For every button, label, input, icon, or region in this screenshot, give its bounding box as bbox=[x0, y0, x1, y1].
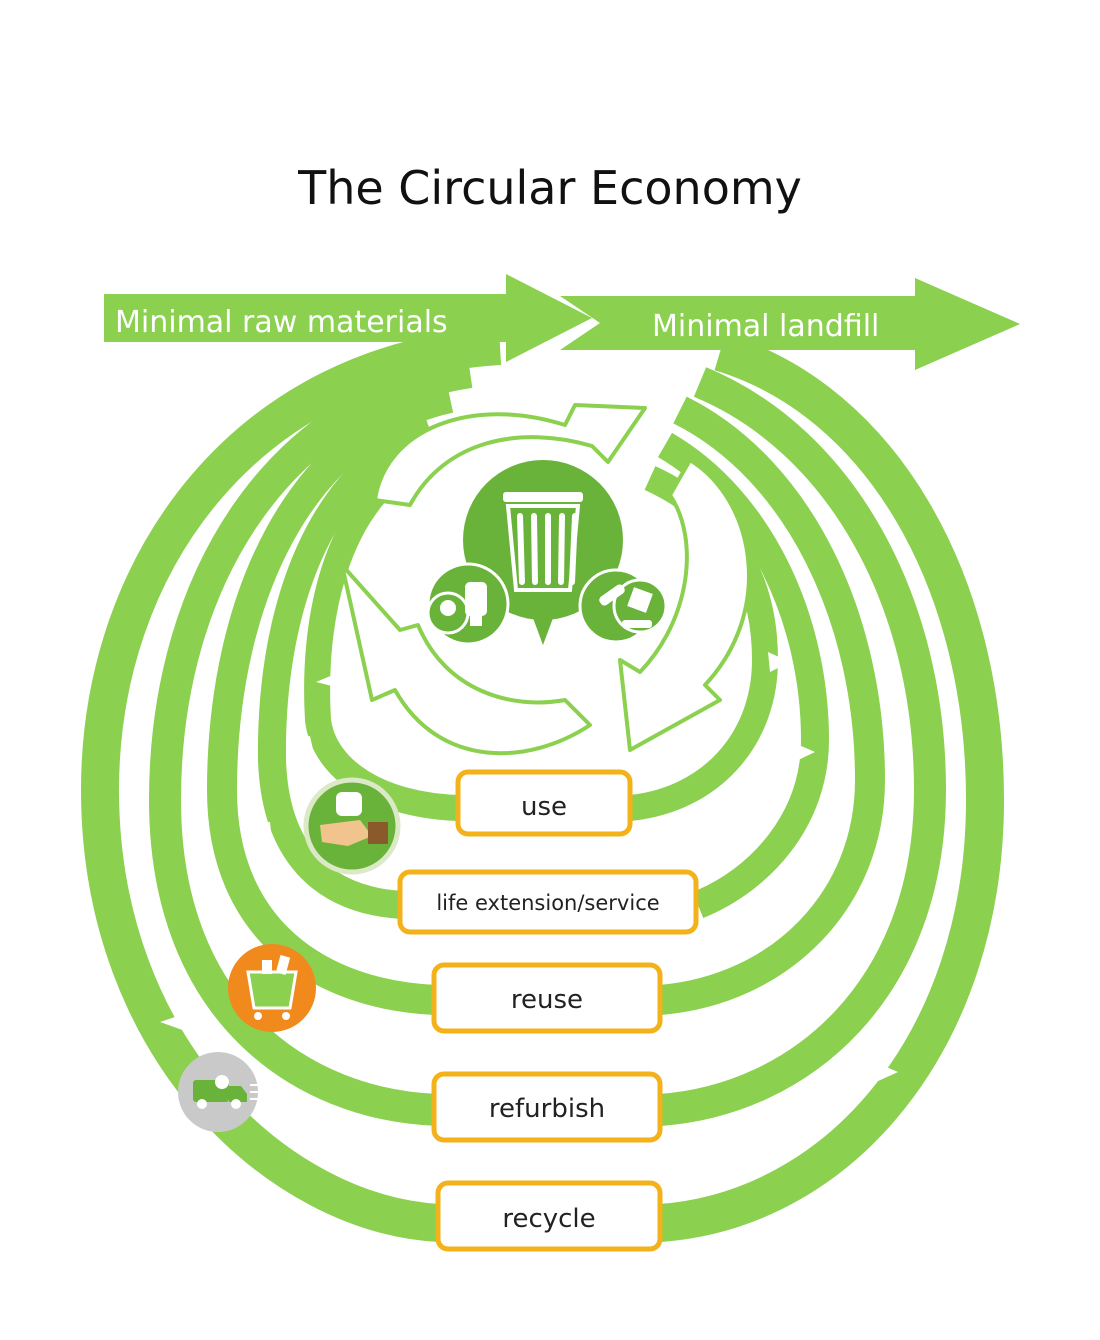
light-bulbs-icon bbox=[426, 562, 510, 646]
loop-arc-reuse bbox=[206, 383, 886, 1015]
chevron-icon bbox=[768, 652, 790, 672]
loop-arc-life-extension bbox=[257, 416, 830, 919]
stage-reuse: reuse bbox=[431, 962, 663, 1034]
stage-use: use bbox=[455, 769, 633, 837]
stage-label: life extension/service bbox=[436, 891, 659, 915]
stage-life-extension: life extension/service bbox=[397, 869, 699, 935]
chevron-icon bbox=[820, 820, 842, 842]
loop-arc-recycle bbox=[80, 327, 1005, 1242]
chevron-icon bbox=[316, 672, 348, 690]
lamps-icon bbox=[578, 568, 668, 644]
chevron-icon bbox=[875, 1062, 898, 1082]
top-arrows: Minimal raw materials Minimal landfill bbox=[104, 274, 1020, 370]
recycle-arrow-bottom-icon bbox=[340, 563, 592, 756]
chevron-icon bbox=[160, 1014, 188, 1032]
stage-label: reuse bbox=[511, 985, 583, 1015]
landfill-label: Minimal landfill bbox=[652, 309, 879, 344]
chevron-icon bbox=[792, 742, 815, 762]
chevron-icon bbox=[208, 924, 236, 942]
loop-arcs bbox=[80, 327, 1005, 1242]
stage-label: recycle bbox=[502, 1204, 595, 1234]
diagram-title: The Circular Economy bbox=[297, 161, 802, 215]
loop-arc-refurbish bbox=[148, 356, 947, 1126]
raw-materials-label: Minimal raw materials bbox=[115, 305, 448, 340]
stage-label: refurbish bbox=[489, 1094, 605, 1124]
flow-chevrons bbox=[160, 652, 898, 1082]
chevron-icon bbox=[858, 930, 880, 950]
chevron-icon bbox=[286, 736, 314, 754]
recycle-arrow-right-icon bbox=[618, 458, 751, 752]
delivery-truck-icon bbox=[178, 1052, 260, 1132]
stage-label: use bbox=[521, 792, 567, 822]
stage-recycle: recycle bbox=[435, 1180, 663, 1252]
recycling-arrows bbox=[340, 403, 751, 756]
stage-boxes: use life extension/service reuse refurbi… bbox=[397, 769, 699, 1252]
raw-materials-arrow bbox=[104, 274, 592, 362]
stage-refurbish: refurbish bbox=[431, 1071, 663, 1143]
shopping-cart-icon bbox=[228, 944, 316, 1032]
landfill-arrow bbox=[560, 278, 1020, 370]
recycle-arrow-top-icon bbox=[373, 403, 647, 507]
hand-holding-bulb-icon bbox=[303, 777, 401, 875]
chevron-icon bbox=[245, 822, 272, 840]
trash-bin-with-lamps-icon bbox=[463, 460, 623, 645]
